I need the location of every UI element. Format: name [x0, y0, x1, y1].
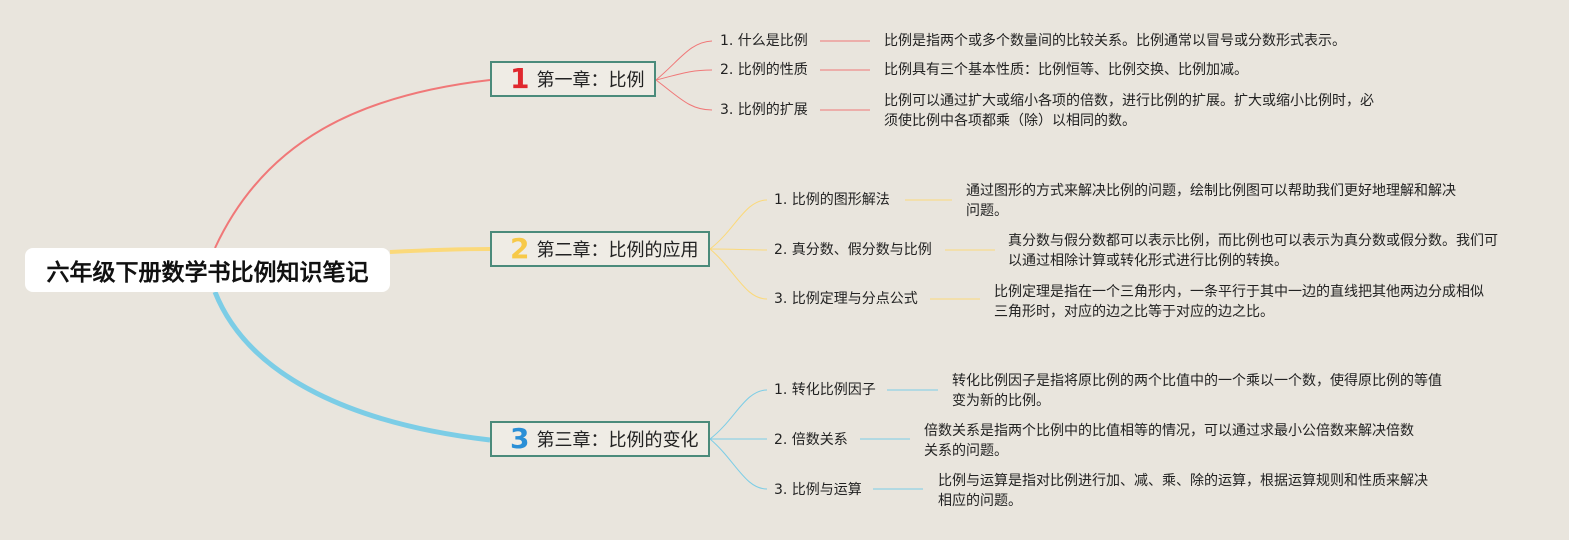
desc-1-3: 比例可以通过扩大或缩小各项的倍数，进行比例的扩展。扩大或缩小比例时，必须使比例中…	[884, 93, 1374, 129]
chapter-title-1: 第一章：比例	[536, 70, 645, 91]
desc-3-2: 倍数关系是指两个比例中的比值相等的情况，可以通过求最小公倍数来解决倍数关系的问题…	[924, 423, 1414, 459]
desc-2-1: 通过图形的方式来解决比例的问题，绘制比例图可以帮助我们更好地理解和解决问题。	[966, 183, 1456, 219]
topic-1-3[interactable]: 3. 比例的扩展	[720, 102, 808, 118]
link-ch1-topic2	[655, 69, 713, 81]
topic-3-1[interactable]: 1. 转化比例因子	[774, 382, 876, 398]
chapter-number-1: 1	[510, 62, 530, 95]
chapter-title-3: 第三章：比例的变化	[536, 430, 699, 451]
link-root-chapter1	[214, 79, 491, 249]
topic-1-2[interactable]: 2. 比例的性质	[720, 62, 808, 78]
link-root-chapter2	[389, 247, 491, 254]
root-title: 六年级下册数学书比例知识笔记	[46, 260, 369, 286]
chapter-node-2[interactable]: 2 第二章：比例的应用	[490, 231, 710, 267]
topic-2-1[interactable]: 1. 比例的图形解法	[774, 192, 890, 208]
chapter-number-3: 3	[510, 422, 530, 455]
topic-1-1[interactable]: 1. 什么是比例	[720, 33, 808, 49]
desc-2-2: 真分数与假分数都可以表示比例，而比例也可以表示为真分数或假分数。我们可以通过相除…	[1008, 233, 1498, 269]
topic-2-2[interactable]: 2. 真分数、假分数与比例	[774, 242, 932, 258]
link-ch1-topic1	[655, 40, 713, 81]
link-ch1-topic3	[655, 79, 713, 111]
root-node[interactable]: 六年级下册数学书比例知识笔记	[25, 248, 390, 292]
desc-1-1: 比例是指两个或多个数量间的比较关系。比例通常以冒号或分数形式表示。	[884, 33, 1346, 49]
chapter-node-3[interactable]: 3 第三章：比例的变化	[490, 421, 710, 457]
link-ch2-topic1	[709, 199, 768, 250]
chapter-title-2: 第二章：比例的应用	[536, 240, 699, 261]
topic-3-3[interactable]: 3. 比例与运算	[774, 482, 862, 498]
topic-2-3[interactable]: 3. 比例定理与分点公式	[774, 291, 918, 307]
link-ch2-topic3	[709, 248, 768, 300]
desc-1-2: 比例具有三个基本性质：比例恒等、比例交换、比例加减。	[884, 62, 1248, 78]
link-ch3-topic3	[709, 438, 768, 490]
link-ch2-topic2	[709, 248, 768, 251]
topic-3-2[interactable]: 2. 倍数关系	[774, 432, 848, 448]
link-root-chapter3	[212, 291, 491, 443]
link-ch3-topic1	[709, 389, 768, 440]
chapter-number-2: 2	[510, 232, 530, 265]
chapter-node-1[interactable]: 1 第一章：比例	[490, 61, 656, 97]
desc-3-1: 转化比例因子是指将原比例的两个比值中的一个乘以一个数，使得原比例的等值变为新的比…	[952, 373, 1442, 409]
desc-3-3: 比例与运算是指对比例进行加、减、乘、除的运算，根据运算规则和性质来解决相应的问题…	[938, 473, 1428, 509]
desc-2-3: 比例定理是指在一个三角形内，一条平行于其中一边的直线把其他两边分成相似三角形时，…	[994, 284, 1484, 320]
